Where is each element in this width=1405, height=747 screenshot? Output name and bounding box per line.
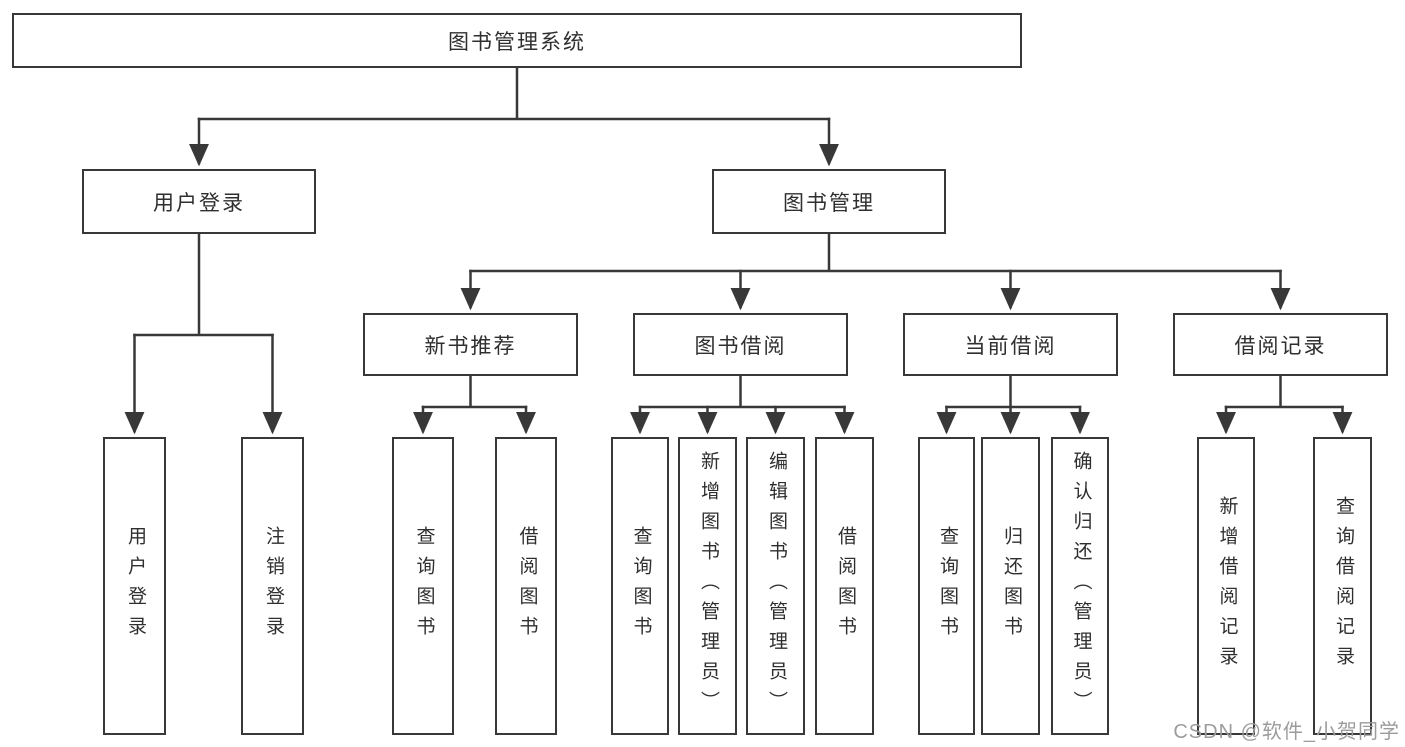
leaf-query-books-current-label: 查询图书 bbox=[936, 526, 958, 646]
leaf-query-books-borrow: 查询图书 bbox=[611, 437, 669, 735]
node-book-borrowing: 图书借阅 bbox=[633, 313, 848, 376]
leaf-user-login-label: 用户登录 bbox=[124, 526, 146, 646]
leaf-borrow-books: 借阅图书 bbox=[815, 437, 874, 735]
watermark: CSDN @软件_小贺同学 bbox=[1173, 721, 1400, 743]
leaf-query-borrow-record: 查询借阅记录 bbox=[1313, 437, 1372, 735]
leaf-user-login: 用户登录 bbox=[103, 437, 166, 735]
node-library-management-system-label: 图书管理系统 bbox=[448, 30, 586, 54]
node-new-book-recommendation-label: 新书推荐 bbox=[424, 334, 517, 358]
leaf-add-book-admin: 新增图书（管理员） bbox=[678, 437, 737, 735]
leaf-logout: 注销登录 bbox=[241, 437, 304, 735]
leaf-query-books-current: 查询图书 bbox=[918, 437, 975, 735]
leaf-return-book: 归还图书 bbox=[981, 437, 1040, 735]
node-borrowing-records-label: 借阅记录 bbox=[1234, 334, 1327, 358]
node-book-borrowing-label: 图书借阅 bbox=[694, 334, 787, 358]
leaf-borrow-books-label: 借阅图书 bbox=[834, 526, 856, 646]
leaf-return-book-label: 归还图书 bbox=[1000, 526, 1022, 646]
node-borrowing-records: 借阅记录 bbox=[1173, 313, 1388, 376]
leaf-query-books-borrow-label: 查询图书 bbox=[630, 526, 652, 646]
node-library-management-system: 图书管理系统 bbox=[12, 13, 1022, 68]
leaf-logout-label: 注销登录 bbox=[262, 526, 284, 646]
leaf-add-borrow-record: 新增借阅记录 bbox=[1197, 437, 1255, 735]
node-book-management: 图书管理 bbox=[712, 169, 946, 234]
node-user-login: 用户登录 bbox=[82, 169, 316, 234]
leaf-borrow-books-recommend: 借阅图书 bbox=[495, 437, 557, 735]
leaf-borrow-books-recommend-label: 借阅图书 bbox=[516, 526, 538, 646]
leaf-query-borrow-record-label: 查询借阅记录 bbox=[1332, 496, 1354, 676]
leaf-add-borrow-record-label: 新增借阅记录 bbox=[1216, 496, 1238, 676]
node-new-book-recommendation: 新书推荐 bbox=[363, 313, 578, 376]
leaf-add-book-admin-label: 新增图书（管理员） bbox=[697, 451, 719, 721]
leaf-edit-book-admin-label: 编辑图书（管理员） bbox=[765, 451, 787, 721]
leaf-query-books-recommend-label: 查询图书 bbox=[413, 526, 435, 646]
node-user-login-label: 用户登录 bbox=[153, 191, 245, 215]
leaf-confirm-return-admin: 确认归还（管理员） bbox=[1051, 437, 1109, 735]
leaf-confirm-return-admin-label: 确认归还（管理员） bbox=[1070, 451, 1092, 721]
node-current-borrowing-label: 当前借阅 bbox=[964, 334, 1057, 358]
leaf-edit-book-admin: 编辑图书（管理员） bbox=[746, 437, 805, 735]
node-book-management-label: 图书管理 bbox=[783, 191, 875, 215]
node-current-borrowing: 当前借阅 bbox=[903, 313, 1118, 376]
leaf-query-books-recommend: 查询图书 bbox=[392, 437, 454, 735]
